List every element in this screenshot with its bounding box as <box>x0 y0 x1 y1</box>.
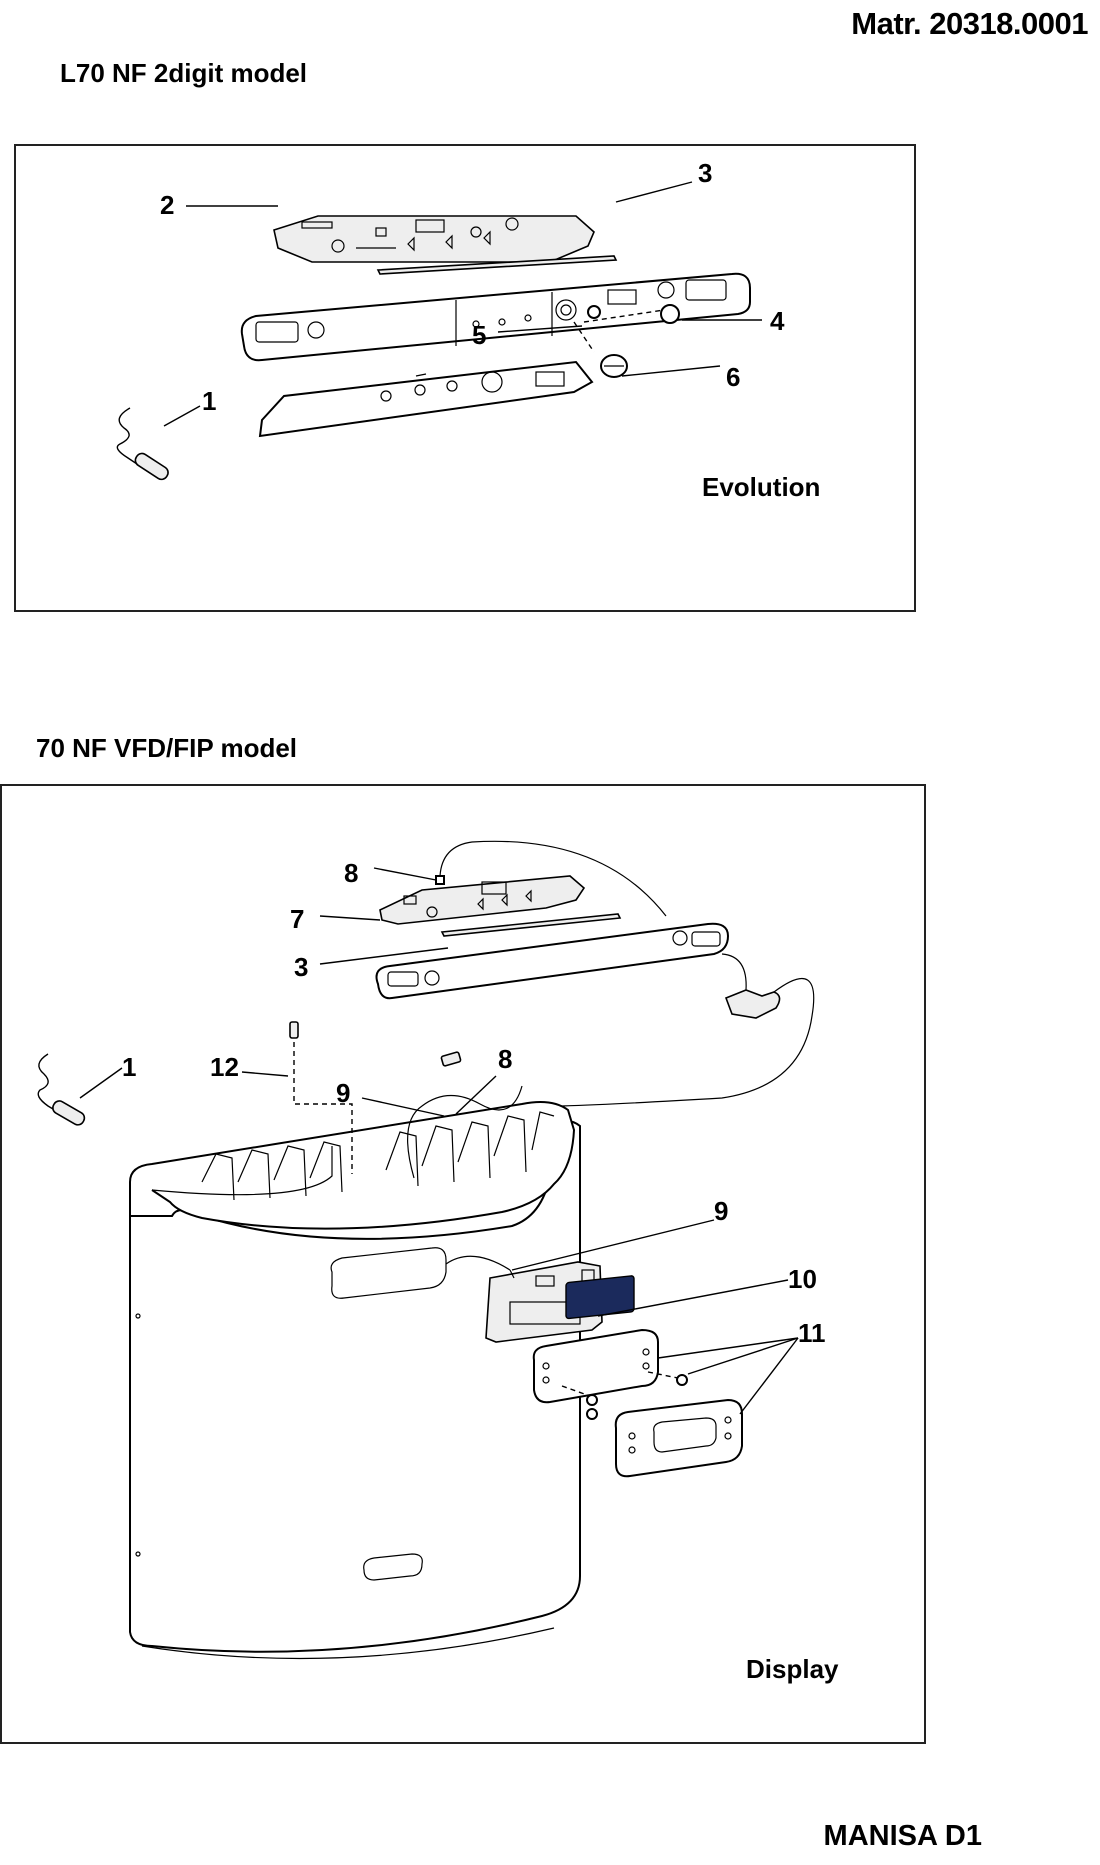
callout-9-mid: 9 <box>336 1078 350 1108</box>
part-spacer <box>587 305 601 319</box>
diagram-frame-evolution: 2 3 4 5 6 1 Evolution <box>14 144 916 612</box>
callout-3: 3 <box>698 158 712 188</box>
callout-12: 12 <box>210 1052 239 1082</box>
part-connector-block <box>529 953 815 1125</box>
part-temperature-sensor-2 <box>37 1053 86 1126</box>
part-display-cover <box>532 1275 659 1404</box>
callout-1: 1 <box>202 386 216 416</box>
part-strip <box>376 255 618 275</box>
callout-2: 2 <box>160 190 174 220</box>
callout-8-mid: 8 <box>498 1044 512 1074</box>
part-pcb-board <box>379 875 586 925</box>
exploded-view-display: 8 7 3 12 1 8 9 9 10 11 Display <box>37 840 839 1684</box>
part-control-panel-frame <box>240 272 751 362</box>
callout-9-low: 9 <box>714 1196 728 1226</box>
material-number: Matr. 20318.0001 <box>851 6 1088 41</box>
section1-title: L70 NF 2digit model <box>60 58 308 88</box>
part-strip-2 <box>440 913 622 937</box>
callout-1-b: 1 <box>122 1052 136 1082</box>
part-temperature-sensor <box>116 407 169 481</box>
exploded-view-evolution: 2 3 4 5 6 1 Evolution <box>116 158 820 502</box>
callout-10: 10 <box>788 1264 817 1294</box>
callout-8-top: 8 <box>344 858 358 888</box>
part-knob-small <box>660 304 680 324</box>
callout-5: 5 <box>472 320 486 350</box>
part-control-bar <box>375 922 730 1000</box>
callout-11: 11 <box>798 1318 826 1348</box>
callout-6: 6 <box>726 362 740 392</box>
part-small-clip <box>289 1021 299 1039</box>
part-pcb-control-board <box>273 215 595 263</box>
section-label-display: Display <box>746 1654 839 1684</box>
part-display-gasket <box>614 1398 743 1478</box>
callout-7: 7 <box>290 904 304 934</box>
model-name: MANISA D1 <box>823 1820 982 1852</box>
section-label-evolution: Evolution <box>702 472 820 502</box>
part-front-housing <box>129 1101 581 1660</box>
callout-3-b: 3 <box>294 952 308 982</box>
part-connector-top <box>435 875 445 885</box>
diagram-frame-display: 8 7 3 12 1 8 9 9 10 11 Display <box>0 784 926 1744</box>
section2-title: 70 NF VFD/FIP model <box>36 733 298 763</box>
display-window <box>565 1275 635 1320</box>
part-connector-mid <box>440 1051 462 1067</box>
callout-4: 4 <box>770 306 785 336</box>
part-knob <box>600 354 628 378</box>
part-front-trim <box>258 360 594 438</box>
